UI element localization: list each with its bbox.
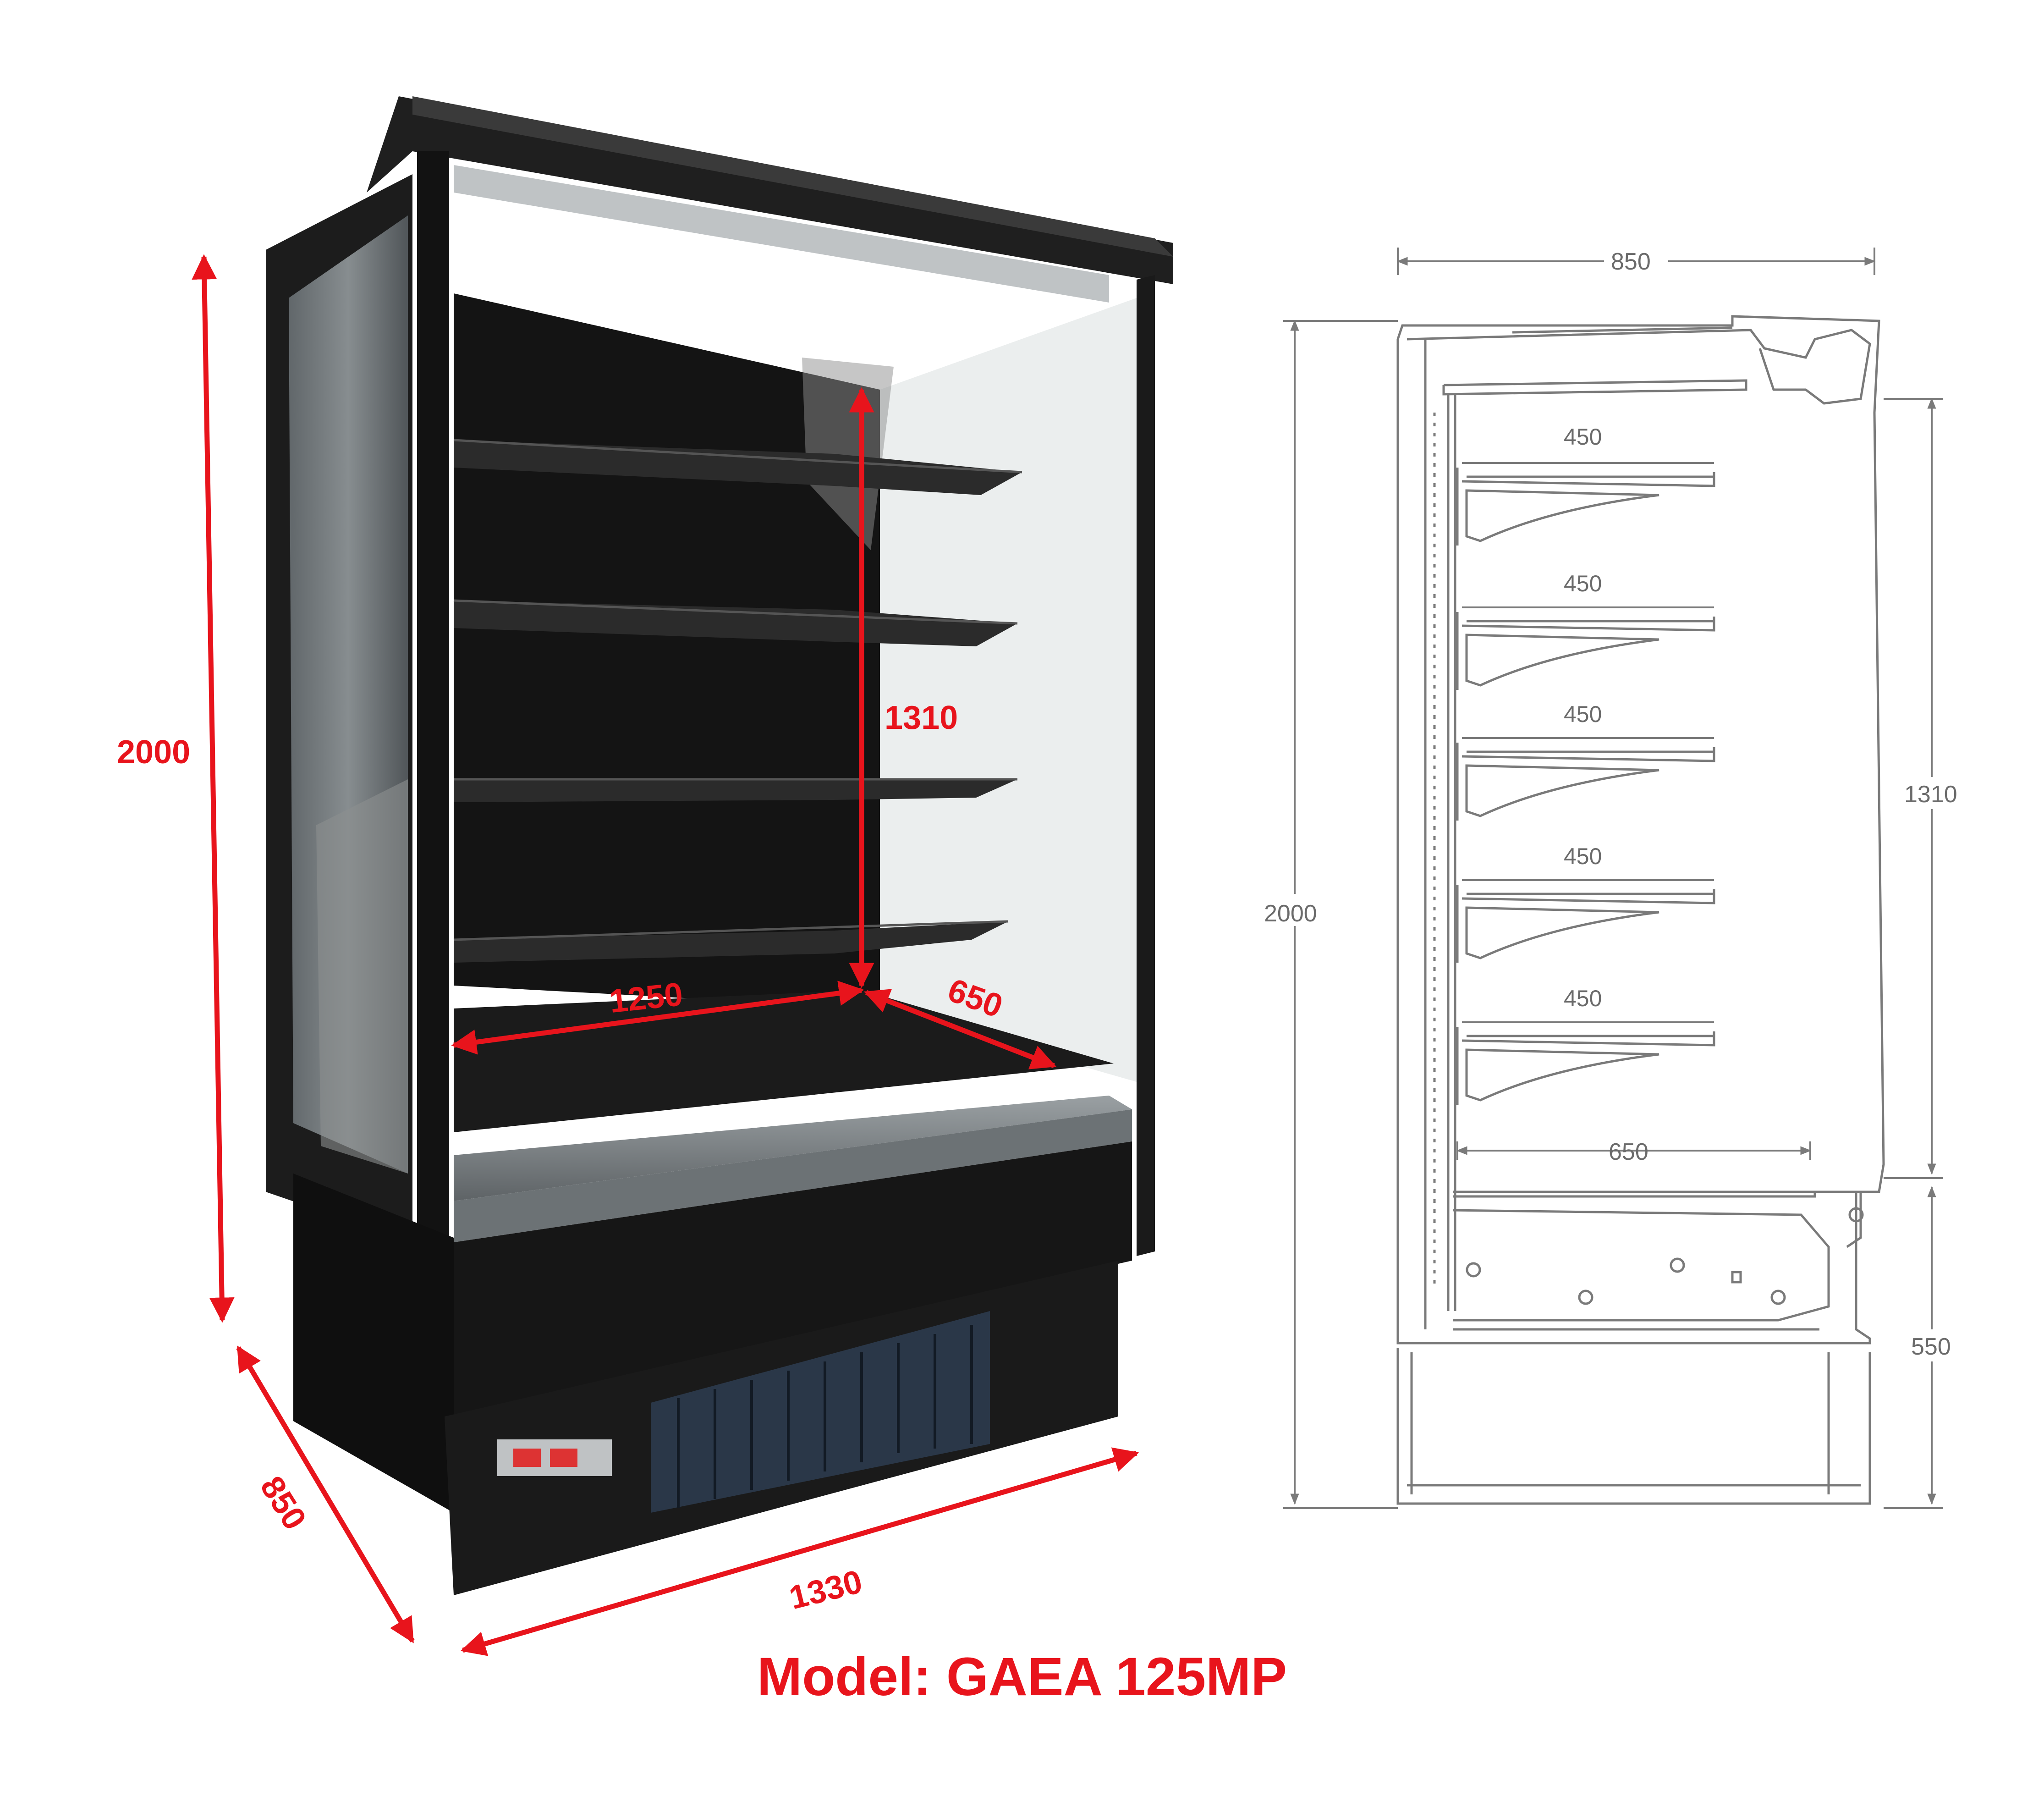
drawing-label-shelf-4: 450 [1564,843,1602,869]
cabinet-photo [266,96,1173,1595]
drawing-dimension-labels: 850 2000 450 450 450 450 450 650 1310 55… [1264,245,1966,1361]
photo-dimension-arrows [192,254,1139,1656]
drawing-shelf-3 [1456,743,1715,821]
label-width: 1330 [786,1563,866,1616]
drawing-outline [1396,315,1885,1345]
drawing-shelf-2 [1456,612,1715,690]
drawing-label-display-height: 1310 [1904,781,1957,808]
label-depth: 850 [253,1470,313,1536]
label-inner-width: 1250 [608,976,685,1020]
depth-arrow [236,1345,415,1643]
side-section-drawing [1396,315,1885,1505]
drawing-label-shelf-1: 450 [1564,424,1602,450]
height-arrow [192,254,235,1323]
label-inner-height: 1310 [885,700,958,736]
drawing-label-shelf-5: 450 [1564,986,1602,1011]
drawing-label-shelf-3: 450 [1564,701,1602,727]
drawing-shelf-5 [1456,1027,1715,1105]
label-height: 2000 [117,734,190,771]
width-arrow [460,1447,1139,1656]
drawing-label-base-height: 550 [1911,1334,1951,1360]
inner-width-arrow [451,981,864,1055]
drawing-label-shelf-2: 450 [1564,571,1602,596]
model-title: Model: GAEA 125MP [757,1647,1287,1707]
drawing-shelves [1456,468,1715,1105]
drawing-shelf-1 [1456,468,1715,546]
drawing-shelf-4 [1456,885,1715,963]
drawing-label-base-depth: 650 [1609,1139,1648,1165]
drawing-label-depth: 850 [1611,248,1651,275]
drawing-label-height: 2000 [1264,900,1317,927]
inner-depth-arrow [863,989,1057,1069]
front-grille [454,1096,1132,1201]
